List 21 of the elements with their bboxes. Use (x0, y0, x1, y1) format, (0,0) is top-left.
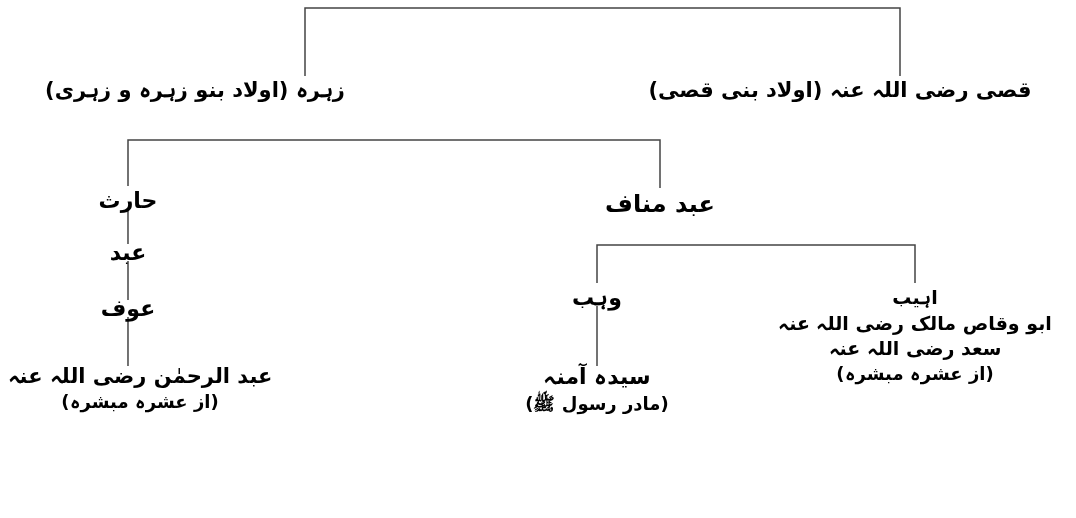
name-label: اہیب (891, 285, 939, 310)
name-label: زہرہ (اولاد بنو زہرہ و زہری) (45, 78, 345, 102)
name-label: عوف (100, 296, 156, 321)
connector-line (596, 305, 598, 367)
name-label: سیدہ آمنہ (542, 362, 652, 390)
bracket-connector (127, 139, 661, 189)
name-label: عبد الرحمٰن رضی اللہ عنہ (7, 363, 273, 390)
bracket-connector (304, 7, 901, 77)
note-label: (از عشرہ مبشرہ) (60, 390, 220, 415)
name-label: وہب (572, 285, 622, 310)
name-label: قصی رضی اللہ عنہ (اولاد بنی قصی) (648, 78, 1032, 102)
name-label: حارث (98, 188, 158, 213)
bracket-connector (596, 244, 916, 284)
connector-line (127, 260, 129, 301)
note-label: (از عشرہ مبشرہ) (835, 361, 995, 387)
name-label: عبد مناف (605, 190, 715, 218)
name-label: عبد (109, 240, 147, 265)
connector-line (127, 316, 129, 367)
note-label: (مادر رسول ﷺ) (525, 391, 669, 416)
name-label: سعد رضی اللہ عنہ (827, 336, 1003, 362)
name-label: ابو وقاص مالک رضی اللہ عنہ (778, 310, 1052, 337)
